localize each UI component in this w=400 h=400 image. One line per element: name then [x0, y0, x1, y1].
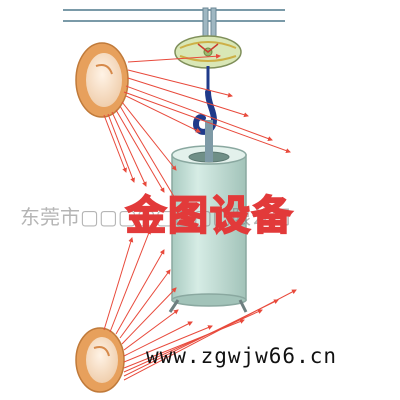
quenching-cylinder — [168, 120, 248, 313]
overhead-rail — [63, 9, 285, 22]
lower-heat-rays — [103, 229, 297, 381]
website-url: www.zgwjw66.cn — [146, 344, 338, 368]
upper-heat-lamp — [75, 42, 129, 118]
upper-heat-rays — [103, 53, 291, 201]
trolley-hanger — [202, 7, 217, 41]
lower-heat-lamp — [75, 327, 125, 393]
pulley-block — [174, 35, 242, 69]
